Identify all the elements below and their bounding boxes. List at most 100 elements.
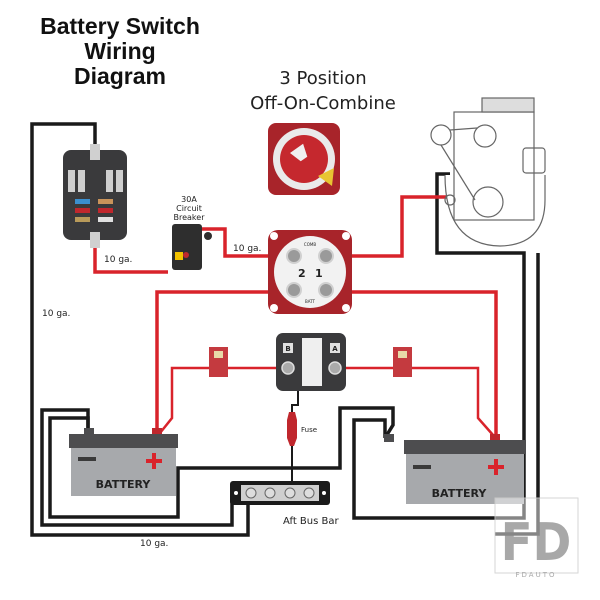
title-line-3: Diagram	[73, 63, 167, 89]
watermark-frame	[494, 497, 579, 574]
fuse-red	[98, 208, 113, 213]
inline-fuse-left	[209, 347, 228, 377]
subtitle-line-2: Off-On-Combine	[250, 93, 396, 114]
bus-bar-stud	[284, 487, 296, 499]
battery-switch-knob-photo	[268, 123, 340, 195]
breaker-label-2: Circuit	[176, 204, 202, 213]
terminal-1-bottom	[318, 282, 334, 298]
switch-type-heading: 3 Position Off-On-Combine	[238, 66, 408, 116]
fuse-blue	[75, 199, 90, 204]
acr-terminal-a	[328, 361, 342, 375]
right-battery-ground-wire	[352, 172, 526, 520]
mount-hole	[270, 232, 278, 240]
fuse-slot	[116, 170, 123, 192]
fuse-block-to-breaker-wire	[93, 240, 168, 274]
battery-left-pos-sign-h	[146, 459, 162, 463]
fdauto-watermark: FD FDAUTO	[494, 497, 579, 579]
fuse-block-body	[63, 150, 127, 240]
engine-belt	[449, 127, 478, 131]
breaker-knob	[204, 232, 212, 240]
switch-2-to-left-battery-wire	[155, 290, 290, 433]
battery-left-pos-post	[152, 428, 162, 436]
mount-hole	[270, 304, 278, 312]
bus-bar-stud	[264, 487, 276, 499]
bus-bar-label: Aft Bus Bar	[283, 516, 340, 527]
aft-bus-bar	[230, 481, 330, 505]
battery-right-pos-sign-h	[488, 465, 504, 469]
breaker-reset-lever	[175, 252, 183, 260]
battery-left-neg-post	[84, 428, 94, 436]
breaker-indicator	[183, 252, 189, 258]
bus-bar-stud	[303, 487, 315, 499]
fuse-holder-left	[209, 347, 228, 377]
acr-a-tag	[330, 343, 340, 353]
fuse-slot	[78, 170, 85, 192]
breaker-to-switch-wire	[200, 227, 290, 258]
battery-right-neg-post	[384, 434, 394, 442]
fuse-holder-right	[393, 347, 412, 377]
subtitle-line-1: 3 Position	[279, 68, 367, 89]
inline-fuse-right	[393, 347, 412, 377]
engine-ground-wire	[495, 253, 540, 536]
engine-starter-terminal	[444, 194, 456, 206]
watermark-logo: FD	[501, 513, 572, 573]
wire-label-bottom-run: 10 ga.	[140, 539, 168, 549]
battery-right-label: BATTERY	[432, 487, 488, 500]
fuse-block-top-terminal	[90, 144, 100, 160]
switch-position-1: 1	[315, 267, 323, 280]
acr-terminal-b	[281, 361, 295, 375]
acr-label-plate	[302, 338, 322, 386]
acr-b-tag	[283, 343, 293, 353]
battery-right: BATTERY	[384, 434, 526, 504]
switch-photo-pointer	[289, 143, 308, 162]
fuse-tan	[75, 217, 90, 222]
battery-left-top	[69, 434, 178, 448]
breaker-body	[172, 224, 202, 270]
acr-terminal-a-label: A	[332, 345, 338, 353]
fuse-block-bottom-terminal	[90, 232, 100, 248]
acr-ground-wire	[291, 385, 299, 490]
wire-label-breaker: 10 ga.	[233, 244, 261, 254]
fuse-window-left	[214, 351, 223, 358]
breaker-label-1: 30A	[181, 195, 197, 204]
acr-terminal-b-label: B	[285, 345, 290, 353]
breaker-label-3: Breaker	[174, 213, 206, 222]
terminal-1-top	[318, 248, 334, 264]
fuse-block-ground-wire	[30, 122, 250, 537]
battery-left-body	[71, 448, 176, 496]
acr-ground-fuse	[287, 412, 297, 446]
fuse-slot	[68, 170, 75, 192]
fuse-tan	[98, 199, 113, 204]
engine-block	[453, 111, 535, 221]
engine-belt	[440, 144, 476, 201]
negative-wires	[30, 122, 540, 537]
engine	[430, 97, 546, 247]
battery-right-neg-sign	[413, 465, 431, 469]
left-battery-ground-wire-inner	[48, 406, 395, 519]
automatic-charging-relay: B A	[276, 333, 346, 391]
battery-right-body	[406, 454, 524, 504]
mount-hole	[342, 304, 350, 312]
switch-1-to-right-battery-wire	[320, 290, 498, 437]
bus-bar-strip	[241, 485, 319, 501]
battery-left-neg-sign	[78, 457, 96, 461]
watermark-text: FDAUTO	[516, 571, 557, 579]
wire-label-fuse-block: 10 ga.	[104, 255, 132, 265]
engine-valve-cover	[481, 97, 535, 113]
circuit-breaker: 30A Circuit Breaker	[172, 195, 212, 270]
bus-bar-hole	[234, 491, 238, 495]
left-battery-ground-wire-outer	[40, 408, 234, 527]
switch-photo-warning	[318, 168, 334, 186]
fuse-body	[287, 412, 297, 446]
terminal-2-bottom	[286, 282, 302, 298]
bus-bar-hole	[322, 491, 326, 495]
engine-alternator	[430, 124, 452, 146]
battery-left-label: BATTERY	[96, 478, 152, 491]
fuse-red	[75, 208, 90, 213]
switch-top-label: COMB	[304, 242, 316, 247]
engine-pulley-top	[473, 124, 497, 148]
fuse-block	[63, 144, 127, 248]
acr-b-to-left-battery-wire	[159, 366, 285, 434]
title-line-1: Battery Switch	[40, 13, 200, 39]
